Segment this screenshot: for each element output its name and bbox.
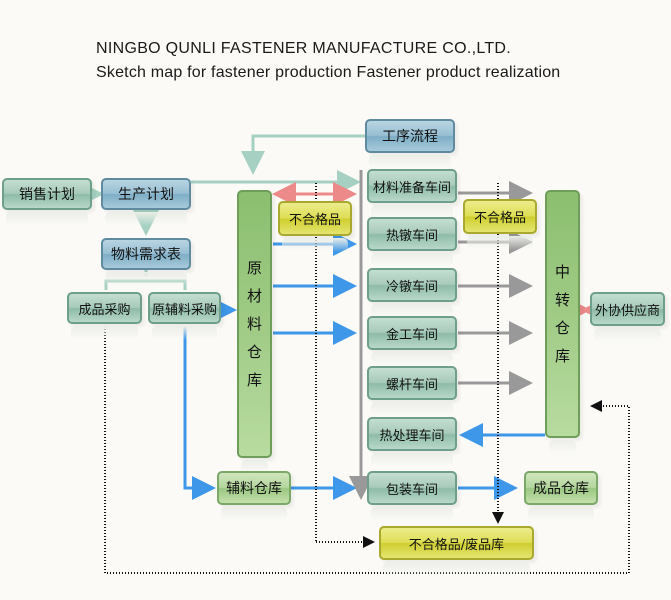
node-material-requirements[interactable]: 物料需求表 xyxy=(101,238,191,286)
node-material-prep-workshop[interactable]: 材料准备车间 xyxy=(367,169,457,219)
node-raw-aux-purchase[interactable]: 原辅料采购 xyxy=(148,292,221,340)
transfer-warehouse-char: 仓 xyxy=(554,319,570,337)
node-raw-material-warehouse[interactable]: 原 材 料 仓 库 xyxy=(237,190,272,474)
diagram-subtitle: Sketch map for fastener production Faste… xyxy=(96,64,561,81)
node-production-plan[interactable]: 生产计划 xyxy=(101,178,191,226)
raw-warehouse-char: 库 xyxy=(246,371,262,389)
flow-purchase-to-aux xyxy=(183,326,216,500)
node-screw-rod-workshop[interactable]: 螺杆车间 xyxy=(367,366,457,416)
node-cold-heading-workshop[interactable]: 冷镦车间 xyxy=(367,268,457,318)
flow-process-to-plan xyxy=(241,134,365,175)
node-packing-workshop[interactable]: 包装车间 xyxy=(367,471,457,521)
node-heat-treatment-workshop[interactable]: 热处理车间 xyxy=(367,417,457,467)
node-finished-goods-warehouse[interactable]: 成品仓库 xyxy=(524,471,598,521)
raw-warehouse-char: 料 xyxy=(246,315,262,333)
node-transfer-warehouse[interactable]: 中 转 仓 库 xyxy=(545,190,580,454)
transfer-warehouse-char: 库 xyxy=(554,347,570,365)
node-sales-plan[interactable]: 销售计划 xyxy=(2,178,92,226)
node-nonconforming-2[interactable]: 不合格品 xyxy=(463,199,537,250)
node-process-flow[interactable]: 工序流程 xyxy=(365,119,455,169)
node-machining-workshop[interactable]: 金工车间 xyxy=(367,316,457,366)
raw-warehouse-char: 仓 xyxy=(246,343,262,361)
transfer-warehouse-char: 中 xyxy=(554,263,570,281)
node-auxiliary-warehouse[interactable]: 辅料仓库 xyxy=(217,471,291,521)
transfer-warehouse-char: 转 xyxy=(554,291,570,309)
node-hot-heading-workshop[interactable]: 热镦车间 xyxy=(367,217,457,267)
node-finished-purchase[interactable]: 成品采购 xyxy=(67,292,142,340)
node-outsourcing-supplier[interactable]: 外协供应商 xyxy=(590,292,665,342)
raw-warehouse-char: 材 xyxy=(246,287,262,305)
raw-warehouse-char: 原 xyxy=(246,259,262,277)
node-nonconforming-scrap-warehouse[interactable]: 不合格品/废品库 xyxy=(379,526,534,576)
node-nonconforming-1[interactable]: 不合格品 xyxy=(278,201,352,252)
company-title: NINGBO QUNLI FASTENER MANUFACTURE CO.,LT… xyxy=(96,40,512,57)
dotted-finished-purchase-loop xyxy=(104,326,630,574)
